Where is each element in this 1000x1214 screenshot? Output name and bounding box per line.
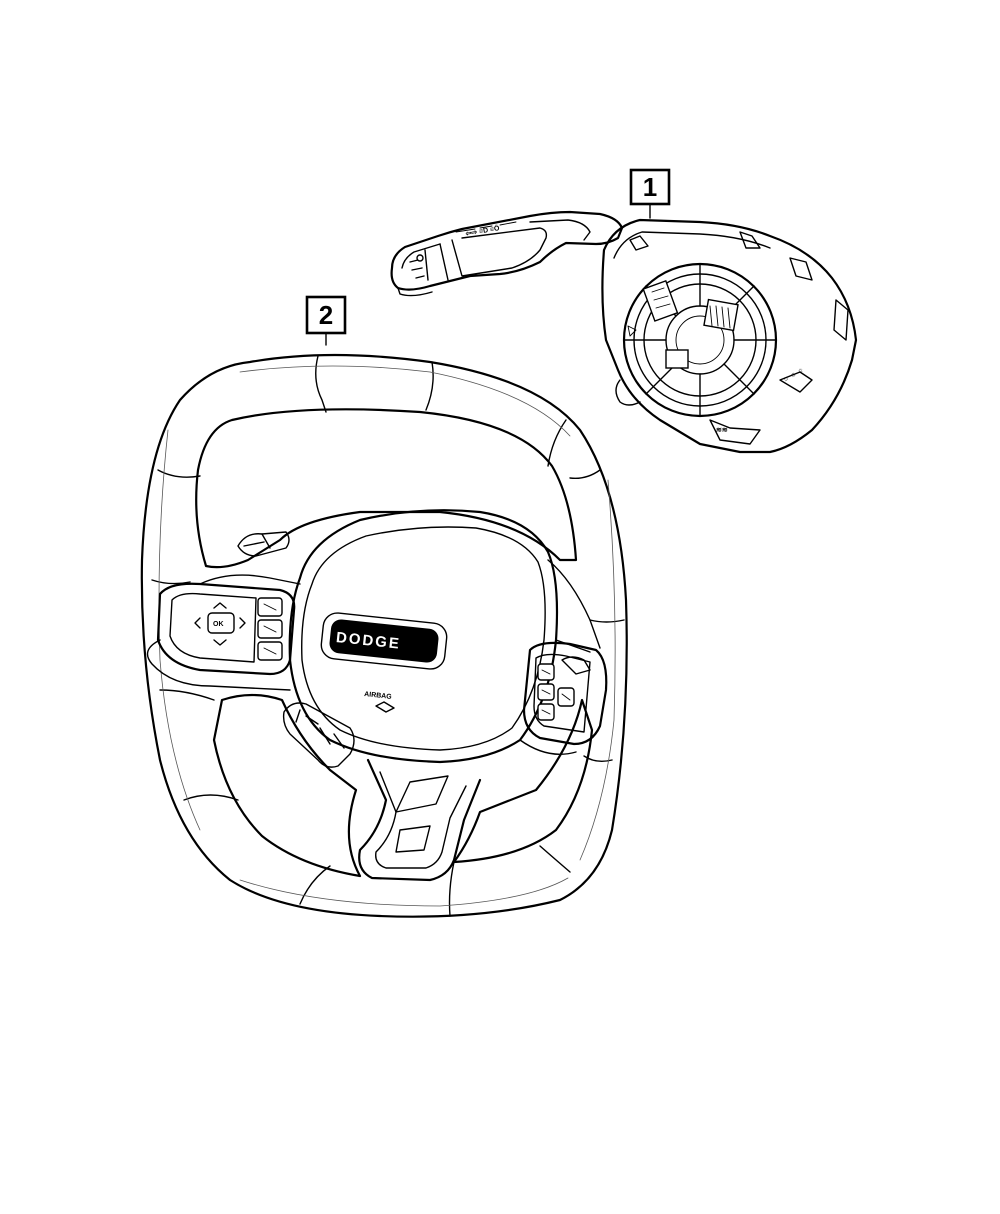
left-arrow-icon[interactable] xyxy=(194,617,201,629)
svg-text:☼ ☼ ☼: ☼ ☼ ☼ xyxy=(782,366,806,384)
wheel-rim-inner-upper xyxy=(195,408,578,569)
callout-2-number: 2 xyxy=(319,300,333,330)
wheel-rim-outer xyxy=(140,353,628,918)
dodge-badge: DODGE xyxy=(320,612,448,670)
left-paddle-shifter[interactable] xyxy=(237,531,290,557)
clockspring-body: ☼ ☼ ☼ ≋≋ xyxy=(601,218,858,454)
callout-1-number: 1 xyxy=(643,172,657,202)
steering-wheel: DODGE AIRBAG OK xyxy=(140,353,628,918)
right-arrow-icon[interactable] xyxy=(239,617,246,629)
callout-2[interactable]: 2 xyxy=(305,295,347,346)
left-switch-pod: OK xyxy=(156,582,296,676)
dodge-badge-text: DODGE xyxy=(335,629,401,653)
up-arrow-icon[interactable] xyxy=(213,602,227,609)
lower-spoke xyxy=(358,758,482,882)
right-paddle-shifter[interactable] xyxy=(561,656,591,675)
right-switch-pod xyxy=(522,641,608,746)
down-arrow-icon[interactable] xyxy=(213,639,227,646)
svg-text:≋≋: ≋≋ xyxy=(716,427,728,434)
multifunction-switch-clockspring: ⇦⇨ ≡D ≡Ö xyxy=(390,210,858,454)
turn-signal-stalk: ⇦⇨ ≡D ≡Ö xyxy=(390,210,624,297)
airbag-module: DODGE AIRBAG xyxy=(288,509,559,764)
ok-button-label: OK xyxy=(213,621,224,628)
drive-mode-buttons[interactable] xyxy=(282,702,355,768)
wheel-rim-inner-lower xyxy=(212,693,362,878)
callout-1[interactable]: 1 xyxy=(629,168,671,219)
airbag-label: AIRBAG xyxy=(364,691,393,701)
ok-button[interactable]: OK xyxy=(207,612,235,634)
